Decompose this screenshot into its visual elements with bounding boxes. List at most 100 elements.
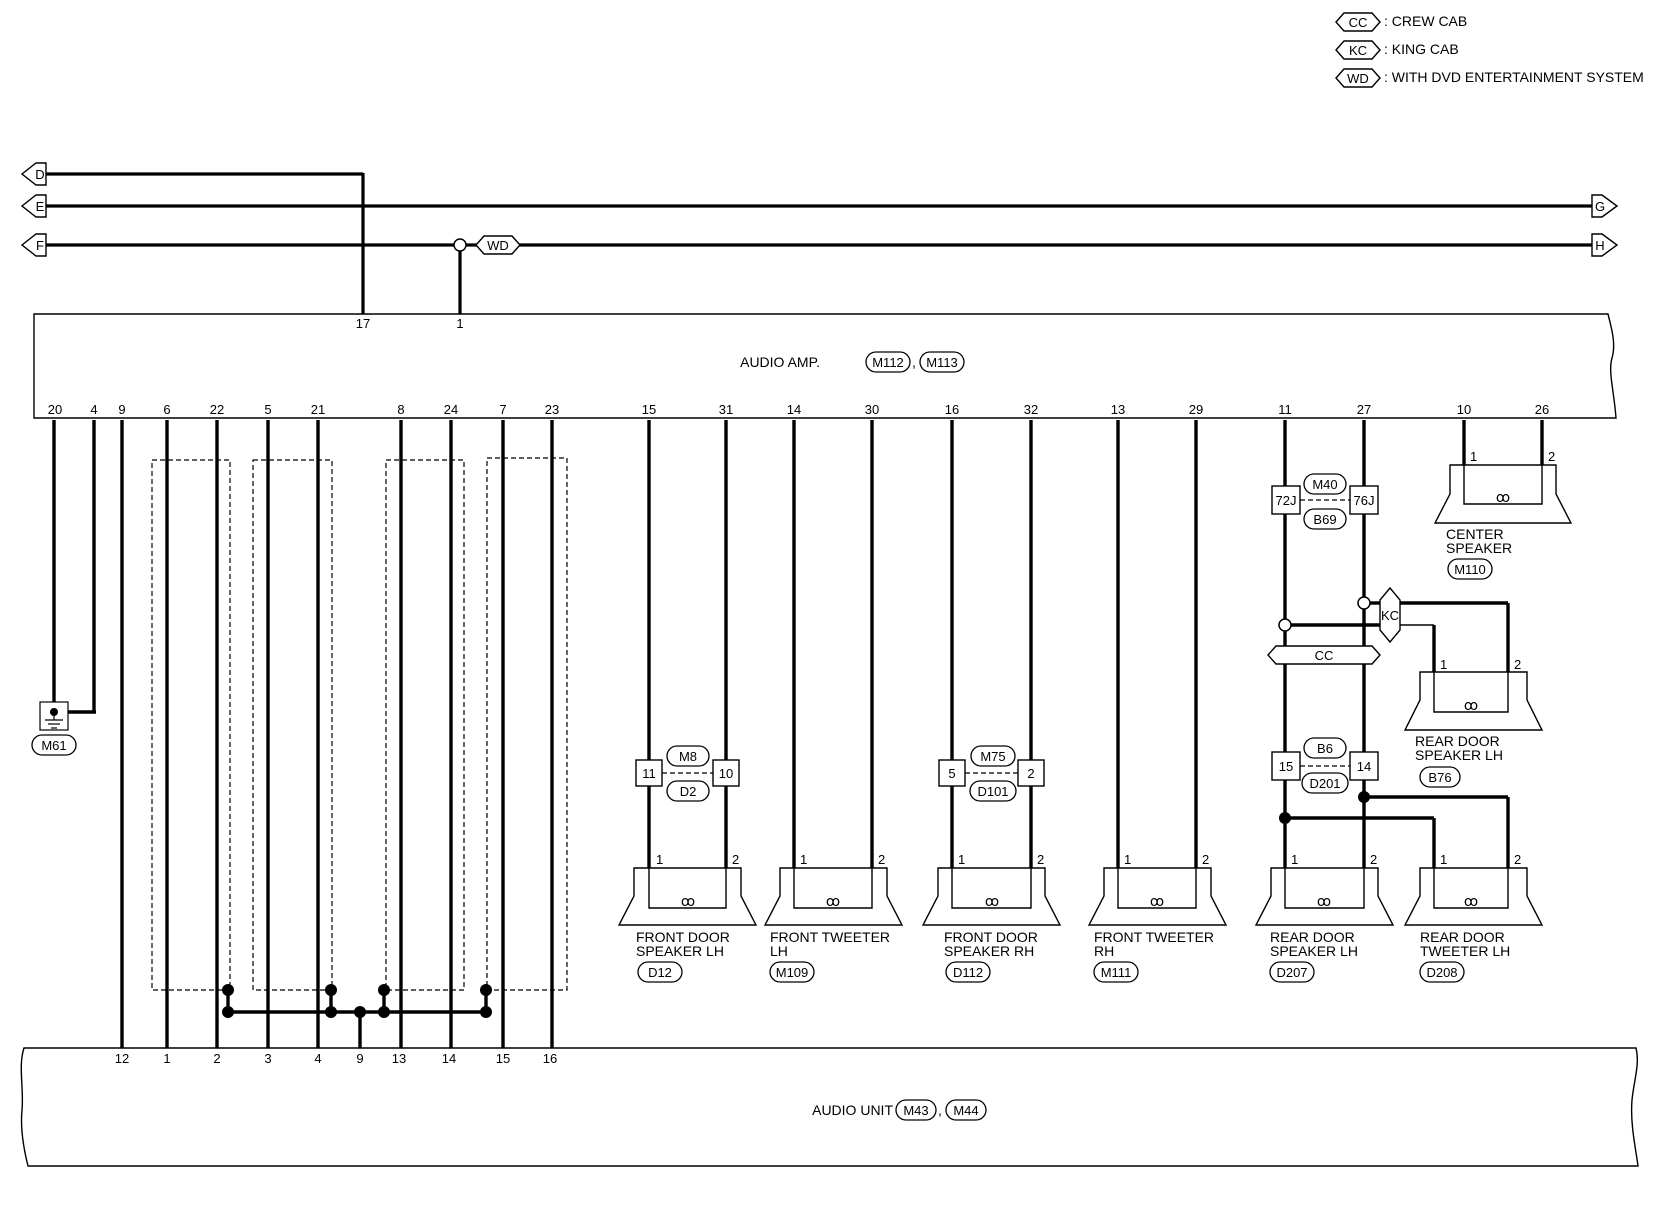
speaker-label: REAR DOOR	[1415, 733, 1500, 749]
speaker-label: SPEAKER LH	[1415, 747, 1503, 763]
speaker-pin: 1	[656, 852, 663, 867]
joint-pin: 10	[719, 766, 733, 781]
speaker-label: SPEAKER LH	[636, 943, 724, 959]
front-door-speaker-rh-circuit: 5 2 M75 D101 1 2 ꝏ FRONT DOOR SPEAKER RH…	[921, 420, 1062, 983]
amp-connector: M113	[926, 355, 958, 370]
audio-amp: 17 1 AUDIO AMP. M112 , M113 20 4 9 6 22 …	[33, 313, 1617, 419]
unit-pin: 16	[543, 1051, 557, 1066]
speaker-label: FRONT DOOR	[636, 929, 730, 945]
joint-name: M75	[980, 749, 1005, 764]
speaker-pin: 2	[1202, 852, 1209, 867]
unit-connector: M43	[903, 1103, 928, 1118]
speaker-pin: 2	[1037, 852, 1044, 867]
arrow-d-label: D	[35, 167, 44, 182]
speaker-label: CENTER	[1446, 526, 1504, 542]
amp-pin: 31	[719, 402, 733, 417]
audio-unit: 12 1 2 3 4 9 13 14 15 16 AUDIO UNIT M43 …	[20, 1047, 1639, 1167]
speaker-label: TWEETER LH	[1420, 943, 1510, 959]
speaker-pin: 1	[1440, 657, 1447, 672]
amp-pin: 10	[1457, 402, 1471, 417]
amp-pin: 32	[1024, 402, 1038, 417]
joint-name: D101	[977, 784, 1008, 799]
speaker-connector: M111	[1101, 965, 1132, 980]
unit-pin: 9	[356, 1051, 363, 1066]
speaker-icon	[921, 867, 1062, 926]
joint-pin: 2	[1027, 766, 1034, 781]
speaker-label: SPEAKER	[1446, 540, 1512, 556]
unit-connector: M44	[953, 1103, 978, 1118]
speaker-icon	[1254, 867, 1395, 926]
amp-pin: 7	[499, 402, 506, 417]
speaker-label: REAR DOOR	[1420, 929, 1505, 945]
legend-text: : KING CAB	[1384, 41, 1459, 57]
legend-text: : WITH DVD ENTERTAINMENT SYSTEM	[1384, 69, 1644, 85]
speaker-icon	[1087, 867, 1228, 926]
speaker-pin: 2	[732, 852, 739, 867]
cc-tag	[1267, 645, 1381, 665]
speaker-coil: ꝏ	[681, 893, 695, 909]
amp-pin: 5	[264, 402, 271, 417]
kc-tag	[1379, 586, 1401, 644]
arrow-g-icon	[1591, 194, 1619, 218]
amp-pin: 15	[642, 402, 656, 417]
legend-item-wd: WD : WITH DVD ENTERTAINMENT SYSTEM	[1335, 68, 1644, 88]
amp-pin: 1	[456, 316, 463, 331]
joint-pin: 15	[1279, 759, 1293, 774]
speaker-coil: ꝏ	[1464, 893, 1478, 909]
speaker-coil: ꝏ	[826, 893, 840, 909]
speaker-label: REAR DOOR	[1270, 929, 1355, 945]
joint-pin: 72J	[1276, 493, 1297, 508]
joint-connector	[1017, 759, 1045, 787]
speaker-connector: D208	[1426, 965, 1457, 980]
splice-icon	[453, 238, 467, 252]
front-tweeter-lh-circuit: 1 2 ꝏ FRONT TWEETER LH M109	[763, 420, 904, 983]
speaker-label: RH	[1094, 943, 1114, 959]
amp-pin: 14	[787, 402, 801, 417]
amp-pin: 24	[444, 402, 458, 417]
joint-name: B6	[1317, 741, 1333, 756]
cc-tag-label: CC	[1315, 648, 1334, 663]
unit-pin: 3	[264, 1051, 271, 1066]
unit-pin: 1	[163, 1051, 170, 1066]
speaker-label: SPEAKER LH	[1270, 943, 1358, 959]
amp-label: AUDIO AMP.	[740, 354, 820, 370]
splice-icon	[1357, 596, 1371, 610]
arrow-f-label: F	[36, 238, 44, 253]
speaker-coil: ꝏ	[1317, 893, 1331, 909]
speaker-coil: ꝏ	[1150, 893, 1164, 909]
kc-tag-label: KC	[1381, 608, 1399, 623]
ground-circuit: M61	[31, 420, 96, 756]
joint-pin: 14	[1357, 759, 1371, 774]
joint-name: M8	[679, 749, 697, 764]
speaker-pin: 1	[958, 852, 965, 867]
amp-to-unit-wires	[120, 420, 568, 1048]
amp-pin: 8	[397, 402, 404, 417]
speaker-label: FRONT TWEETER	[1094, 929, 1214, 945]
speaker-label: FRONT DOOR	[944, 929, 1038, 945]
amp-pin: 22	[210, 402, 224, 417]
wd-tag-label: WD	[487, 238, 509, 253]
speaker-pin: 1	[1124, 852, 1131, 867]
joint-name: M40	[1312, 477, 1337, 492]
unit-pin: 13	[392, 1051, 406, 1066]
unit-pin: 12	[115, 1051, 129, 1066]
arrow-e-label: E	[36, 199, 45, 214]
front-door-speaker-lh-circuit: 11 10 M8 D2 1 2 ꝏ FRONT DOOR SPEAKER LH …	[617, 420, 758, 983]
speaker-pin: 2	[1370, 852, 1377, 867]
joint-name: D201	[1309, 776, 1340, 791]
legend-code: WD	[1347, 71, 1369, 86]
speaker-pin: 1	[1440, 852, 1447, 867]
amp-pin: 9	[118, 402, 125, 417]
speaker-label: SPEAKER RH	[944, 943, 1034, 959]
amp-pin: 27	[1357, 402, 1371, 417]
arrow-g-label: G	[1595, 199, 1605, 214]
legend-item-cc: CC : CREW CAB	[1335, 12, 1467, 32]
joint-pin: 76J	[1354, 493, 1375, 508]
speaker-icon	[1403, 671, 1544, 731]
shield-box	[486, 457, 568, 991]
speaker-pin: 1	[1291, 852, 1298, 867]
amp-connector: M112	[872, 355, 904, 370]
svg-text:,: ,	[912, 354, 916, 370]
shield-box	[252, 459, 333, 991]
amp-pin: 20	[48, 402, 62, 417]
